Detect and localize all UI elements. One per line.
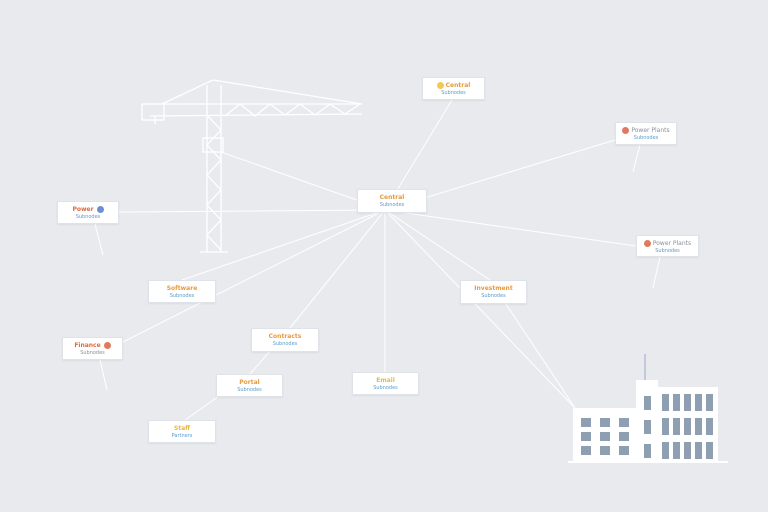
building-window: [684, 394, 691, 411]
building-window: [662, 418, 669, 435]
node-bottom-center[interactable]: Email Subnodes: [352, 372, 419, 395]
node-subtitle: Subnodes: [80, 350, 105, 356]
shield-icon: [622, 127, 630, 134]
shield-icon: [103, 342, 111, 349]
building-window: [706, 418, 713, 435]
building-illustration: [568, 354, 728, 463]
building-window: [673, 418, 680, 435]
node-title: Power Plants: [616, 127, 676, 135]
building-window: [706, 394, 713, 411]
node-title: Portal: [239, 379, 260, 386]
node-subtitle: Subnodes: [237, 387, 262, 393]
building-window: [581, 418, 591, 427]
node-subtitle: Subnodes: [272, 341, 298, 347]
crane-cab: [202, 137, 224, 153]
node-lower-left[interactable]: Portal Subnodes: [216, 374, 283, 397]
building-window: [695, 418, 702, 435]
building-window: [581, 446, 591, 455]
edge-center-right: [384, 209, 637, 247]
building-window: [684, 442, 691, 459]
edge-center-left: [118, 209, 386, 213]
edge-stub: [94, 223, 104, 256]
edge-stub: [632, 144, 641, 173]
edge-center-left-mid: [181, 209, 386, 281]
building-window: [673, 394, 680, 411]
node-subtitle: Subnodes: [373, 385, 398, 391]
node-title-text: Power Plants: [631, 127, 670, 134]
node-mid[interactable]: Contracts Subnodes: [251, 328, 319, 352]
node-title-text: Finance: [74, 342, 101, 349]
node-subtitle: Subnodes: [75, 214, 101, 220]
building-window: [706, 442, 713, 459]
node-title: Central: [423, 82, 484, 90]
edge-stub: [99, 359, 108, 391]
node-title: Central: [379, 194, 405, 201]
building-window: [581, 432, 591, 441]
node-subtitle: Subnodes: [169, 293, 195, 299]
node-title: Power: [58, 206, 118, 214]
sun-icon: [436, 82, 444, 89]
building-window: [684, 418, 691, 435]
edge-center-far-left: [122, 209, 386, 343]
building-window: [600, 446, 610, 455]
crane-tie-front: [212, 79, 363, 105]
node-title-text: Power: [72, 206, 94, 213]
node-title: Staff: [173, 425, 191, 432]
node-subtitle: Subnodes: [481, 293, 506, 299]
building-window: [644, 420, 651, 434]
edge-center-mid: [289, 209, 386, 329]
node-title: Investment: [474, 285, 513, 292]
crane-tie-back: [161, 79, 214, 105]
node-top-right[interactable]: Power Plants Subnodes: [615, 122, 677, 145]
building-window: [600, 432, 610, 441]
node-title: Email: [376, 377, 395, 384]
building-window: [662, 394, 669, 411]
node-center[interactable]: Central Subnodes: [357, 189, 427, 213]
building-window: [644, 396, 651, 410]
node-title: Contracts: [268, 333, 302, 340]
node-far-left[interactable]: Finance Subnodes: [62, 337, 123, 360]
node-title: Power Plants: [637, 240, 698, 248]
node-subtitle: Partners: [171, 433, 193, 439]
node-subtitle: Subnodes: [379, 202, 405, 208]
node-subtitle: Subnodes: [655, 248, 680, 254]
crane-counterweight: [141, 103, 165, 121]
shield-icon: [643, 240, 651, 247]
building-window: [662, 442, 669, 459]
crane-jib-bracing: [224, 103, 361, 117]
building-window: [695, 394, 702, 411]
edge-stub: [652, 256, 661, 289]
node-title-text: Power Plants: [652, 240, 692, 247]
node-subtitle: Subnodes: [633, 135, 659, 141]
crane-illustration: [141, 79, 363, 253]
node-left-mid[interactable]: Software Subnodes: [148, 280, 216, 303]
building-window: [619, 432, 629, 441]
building-window: [600, 418, 610, 427]
edge-center-building: [384, 209, 576, 409]
crane-mast-bracing: [206, 114, 222, 251]
node-right-mid[interactable]: Investment Subnodes: [460, 280, 527, 304]
node-bottom-left[interactable]: Staff Partners: [148, 420, 216, 443]
edge-center-right-mid: [384, 209, 491, 281]
node-title: Software: [166, 285, 198, 292]
building-window: [644, 444, 651, 458]
building-window: [619, 446, 629, 455]
node-left[interactable]: Power Subnodes: [57, 201, 119, 224]
building-window: [673, 442, 680, 459]
node-right[interactable]: Power Plants Subnodes: [636, 235, 699, 257]
globe-icon: [96, 206, 104, 213]
node-title-text: Central: [445, 82, 471, 89]
building-windows: [581, 394, 713, 459]
building-window: [619, 418, 629, 427]
building-window: [695, 442, 702, 459]
node-title: Finance: [63, 342, 122, 350]
node-subtitle: Subnodes: [441, 90, 466, 96]
node-top[interactable]: Central Subnodes: [422, 77, 485, 100]
